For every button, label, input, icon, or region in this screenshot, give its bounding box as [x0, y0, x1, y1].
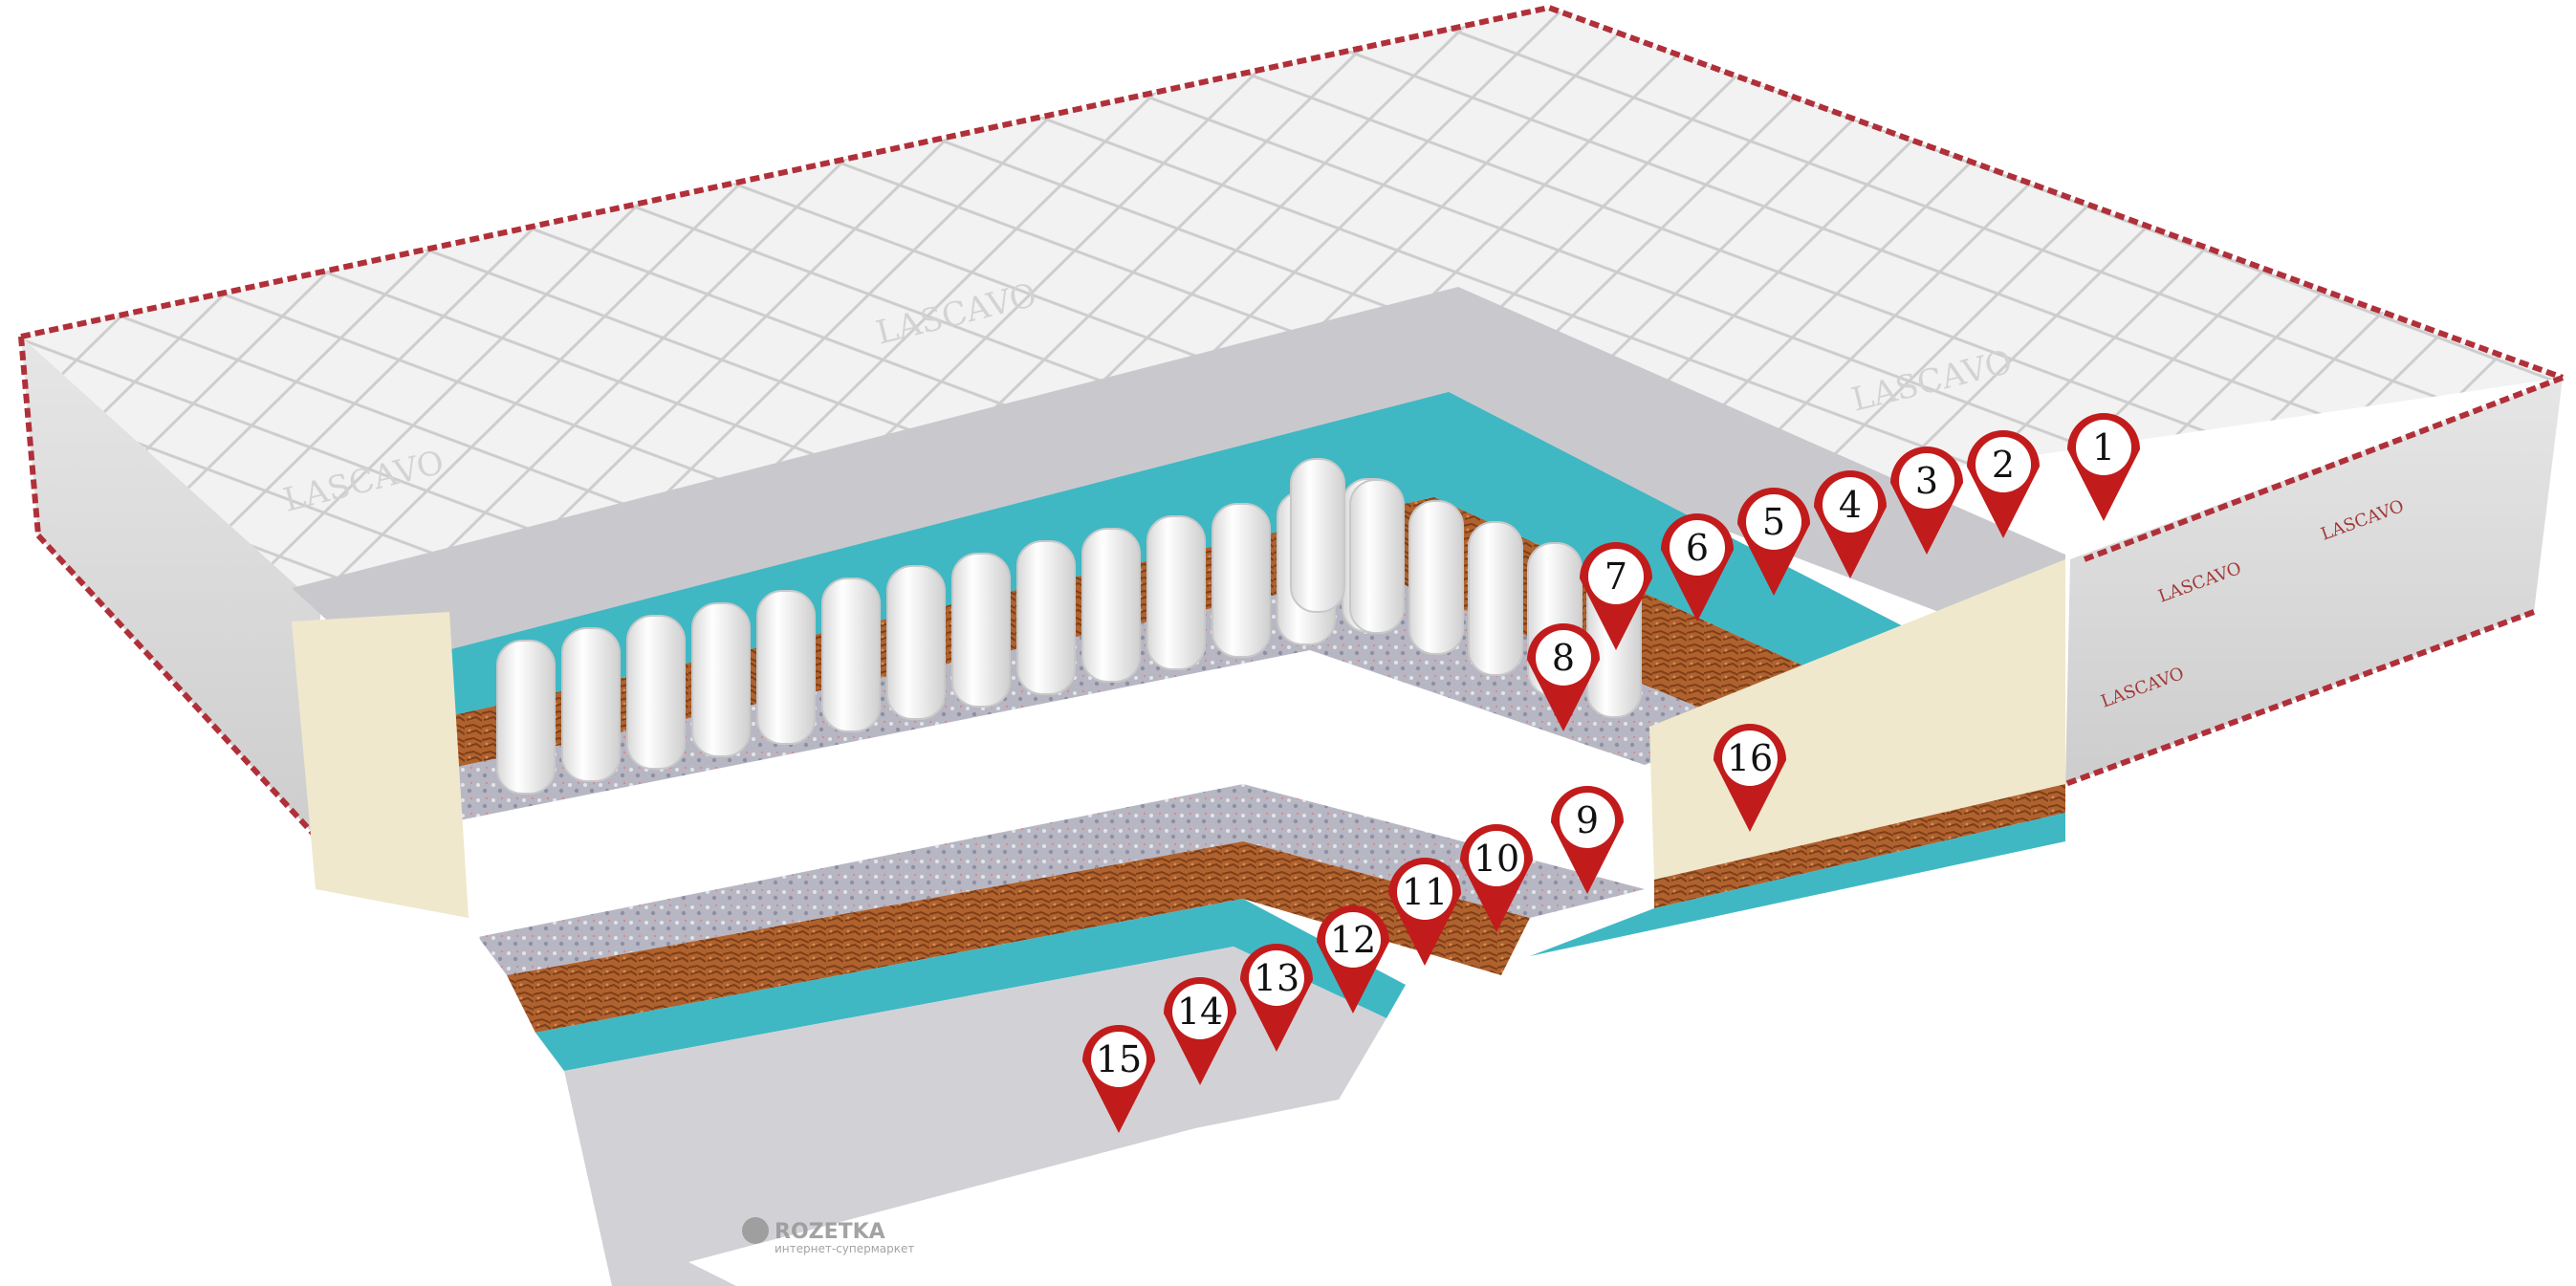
marker-label: 8: [1552, 637, 1575, 679]
piping-edges: [18, 4, 2565, 844]
marker-label: 12: [1330, 919, 1376, 961]
marker-label: 7: [1605, 556, 1627, 598]
pocket-spring: [951, 553, 1011, 708]
marker-label: 16: [1727, 737, 1773, 779]
marker-badge: [1899, 453, 1954, 509]
pocket-spring: [756, 590, 816, 745]
marker-badge: [1091, 1032, 1146, 1087]
marker-15: 15: [1082, 1025, 1155, 1133]
cut-bottom-coconut: [507, 841, 1530, 1033]
pocket-spring: [821, 578, 881, 732]
pocket-spring: [1016, 540, 1076, 695]
marker-badge: [2076, 420, 2131, 475]
marker-badge: [1976, 437, 2031, 492]
marker-badge: [1397, 864, 1452, 920]
marker-label: 6: [1686, 527, 1709, 569]
marker-badge: [1172, 984, 1228, 1039]
marker-16: 16: [1714, 724, 1786, 832]
cut-right-lower-teal: [1530, 813, 2065, 956]
marker-badge: [1536, 630, 1591, 686]
cut-right-lower-coconut: [1654, 784, 2065, 908]
marker-badge: [1560, 793, 1615, 848]
watermark-brand: ROZETKA: [775, 1220, 885, 1244]
marker-label: 4: [1839, 484, 1862, 526]
marker-5: 5: [1737, 488, 1810, 596]
marker-9: 9: [1551, 786, 1624, 894]
marker-3: 3: [1890, 447, 1963, 555]
marker-label: 11: [1402, 871, 1448, 913]
rozetka-watermark: ROZETKA интернет-супермаркет: [742, 1217, 914, 1255]
cream-foam-left-block: [292, 612, 469, 918]
mattress-left-side-panel: [21, 337, 320, 841]
pocket-spring: [1408, 500, 1464, 655]
marker-label: 9: [1576, 799, 1599, 841]
pocket-spring: [496, 640, 556, 795]
pocket-spring: [691, 602, 751, 757]
marker-label: 14: [1177, 991, 1223, 1033]
marker-1: 1: [2067, 413, 2140, 521]
marker-badge: [1746, 494, 1801, 550]
cut-bottom-teal-foam: [535, 899, 1406, 1071]
marker-8: 8: [1527, 623, 1600, 731]
rozetka-logo-icon: [742, 1217, 769, 1244]
marker-badge: [1249, 950, 1304, 1006]
marker-badge: [1670, 520, 1725, 576]
marker-13: 13: [1240, 944, 1313, 1052]
pocket-spring: [561, 627, 621, 782]
marker-label: 1: [2092, 426, 2115, 469]
marker-7: 7: [1580, 542, 1652, 650]
pocket-spring: [1468, 521, 1523, 676]
pocket-spring: [626, 615, 686, 770]
marker-label: 15: [1096, 1038, 1142, 1080]
pocket-springs-block: [496, 458, 1642, 795]
marker-4: 4: [1814, 470, 1887, 578]
cut-top-coconut: [402, 497, 1822, 774]
marker-badge: [1469, 831, 1524, 886]
marker-label: 10: [1474, 838, 1519, 880]
pocket-spring: [1212, 503, 1271, 658]
marker-badge: [1588, 549, 1644, 604]
pocket-spring: [1290, 458, 1345, 613]
marker-6: 6: [1661, 513, 1734, 621]
marker-label: 2: [1992, 444, 2015, 486]
mattress-right-side-panel: [2065, 378, 2563, 784]
pocket-spring: [886, 565, 946, 720]
marker-label: 3: [1915, 460, 1938, 502]
pocket-spring: [1349, 479, 1405, 634]
pocket-spring: [1081, 528, 1141, 683]
marker-14: 14: [1164, 977, 1236, 1085]
marker-2: 2: [1967, 430, 2040, 538]
marker-label: 13: [1254, 957, 1299, 999]
marker-badge: [1722, 730, 1778, 786]
pocket-spring: [1146, 515, 1206, 670]
watermark-tagline: интернет-супермаркет: [775, 1242, 914, 1255]
marker-badge: [1823, 477, 1878, 533]
marker-badge: [1325, 912, 1381, 968]
marker-label: 5: [1762, 501, 1785, 543]
marker-11: 11: [1388, 858, 1461, 966]
marker-12: 12: [1317, 905, 1389, 1014]
marker-10: 10: [1460, 824, 1533, 932]
